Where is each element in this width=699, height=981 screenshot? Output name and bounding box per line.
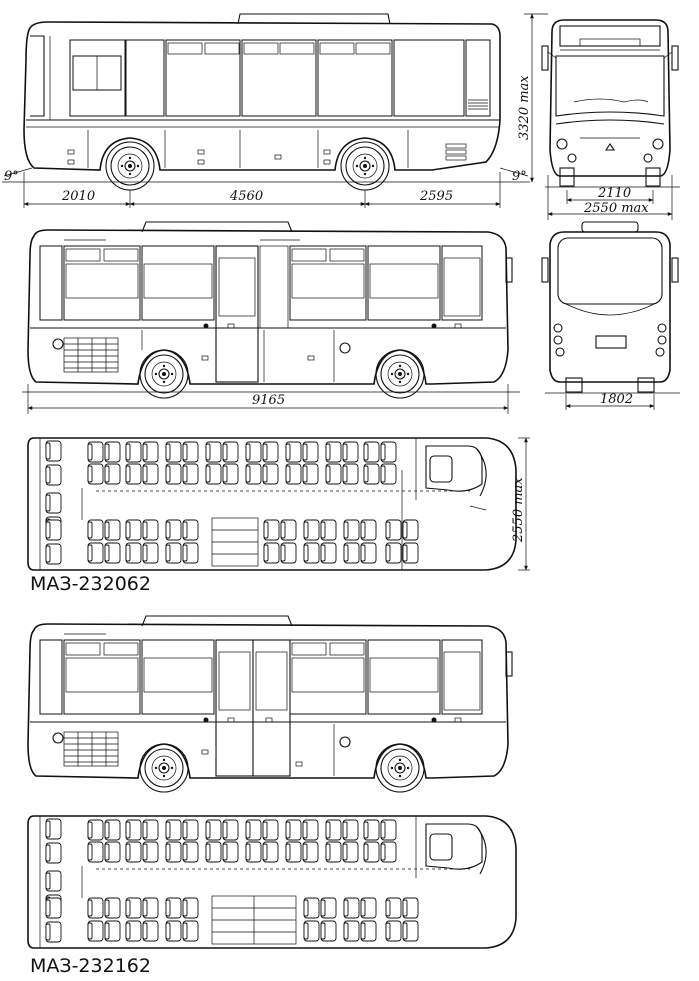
dim-front-track: 2110 (597, 186, 631, 201)
side-view-top: 2010 4560 2595 9° 9° 3320 max (2, 13, 548, 208)
side-view-third (27, 615, 513, 793)
side-view-second: 9165 (22, 221, 520, 414)
dim-rear-track: 1802 (600, 392, 633, 407)
dim-plan-width: 2550 max (511, 477, 526, 543)
model-label-second: МАЗ-232162 (30, 955, 151, 977)
model-label-first: МАЗ-232062 (30, 573, 151, 595)
dim-departure-angle: 9° (512, 169, 527, 184)
front-view: 2110 2550 max (541, 19, 680, 220)
plan-view-first: 2550 max (27, 437, 530, 571)
dim-height: 3320 max (517, 75, 532, 140)
dim-wheelbase: 4560 (229, 189, 263, 204)
dim-width: 2550 max (583, 201, 649, 216)
rear-view: 1802 (541, 221, 680, 410)
dim-approach-angle: 9° (4, 169, 19, 184)
dim-front-overhang: 2010 (61, 189, 95, 204)
dim-rear-overhang: 2595 (419, 189, 453, 204)
plan-view-second (27, 815, 517, 949)
dim-overall-length: 9165 (252, 393, 285, 408)
